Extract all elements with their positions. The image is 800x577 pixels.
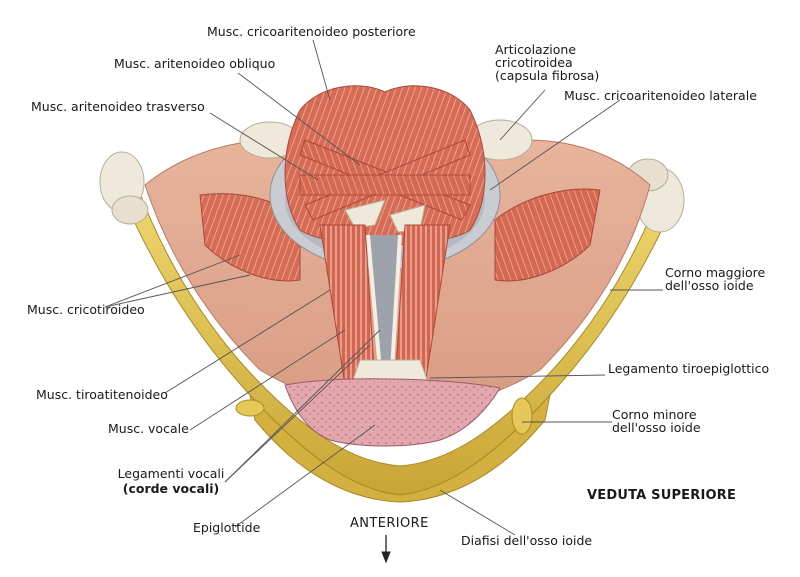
label-thyroarytenoid: Musc. tiroatitenoideo: [36, 387, 168, 402]
leader-lines: [104, 39, 663, 536]
label-lesser-horn-line2: dell'osso ioide: [612, 420, 701, 435]
greater-horn-left-cap: [99, 151, 149, 225]
label-anterior: ANTERIORE: [350, 516, 429, 531]
cricothyroid-right: [494, 188, 601, 282]
label-transverse-arytenoid: Musc. aritenoideo trasverso: [31, 99, 205, 114]
arytenoid-left: [344, 199, 386, 229]
vocal-ligament-right: [390, 234, 402, 371]
epiglottis: [284, 378, 501, 447]
label-articulation-line3: (capsula fibrosa): [495, 68, 600, 83]
label-epiglottis: Epiglottide: [193, 520, 261, 535]
label-cricoarytenoid-lateral: Musc. cricoaritenoideo laterale: [564, 88, 757, 103]
label-oblique-arytenoid: Musc. aritenoideo obliquo: [114, 56, 276, 71]
label-greater-horn-line1: Corno maggiore: [665, 265, 766, 280]
label-thyroepiglottic-ligament: Legamento tiroepiglottico: [608, 361, 770, 376]
view-caption: VEDUTA SUPERIORE: [587, 488, 737, 503]
label-cricoarytenoid-posterior: Musc. cricoaritenoideo posteriore: [207, 24, 416, 39]
lesser-horn-right: [511, 397, 533, 435]
transverse-arytenoid: [299, 174, 471, 196]
label-articulation-line2: cricotiroidea: [495, 55, 573, 70]
lesser-horn-left: [235, 399, 265, 417]
label-greater-horn-line2: dell'osso ioide: [665, 278, 754, 293]
hyoid-body: [249, 393, 551, 503]
arrow-down-icon: [381, 535, 391, 564]
label-lesser-horn-line1: Corno minore: [612, 407, 697, 422]
label-articulation-line1: Articolazione: [495, 42, 577, 57]
label-hyoid-body: Diafisi dell'osso ioide: [461, 533, 593, 548]
vocal-ligament-left: [366, 234, 382, 371]
label-vocal-ligaments-line2: (corde vocali): [122, 481, 220, 496]
label-cricothyroid: Musc. cricotiroideo: [27, 302, 145, 317]
label-vocal-ligaments-line1: Legamenti vocali: [117, 466, 225, 481]
posterior-muscle-mass: [284, 85, 486, 246]
label-vocalis: Musc. vocale: [108, 421, 189, 436]
